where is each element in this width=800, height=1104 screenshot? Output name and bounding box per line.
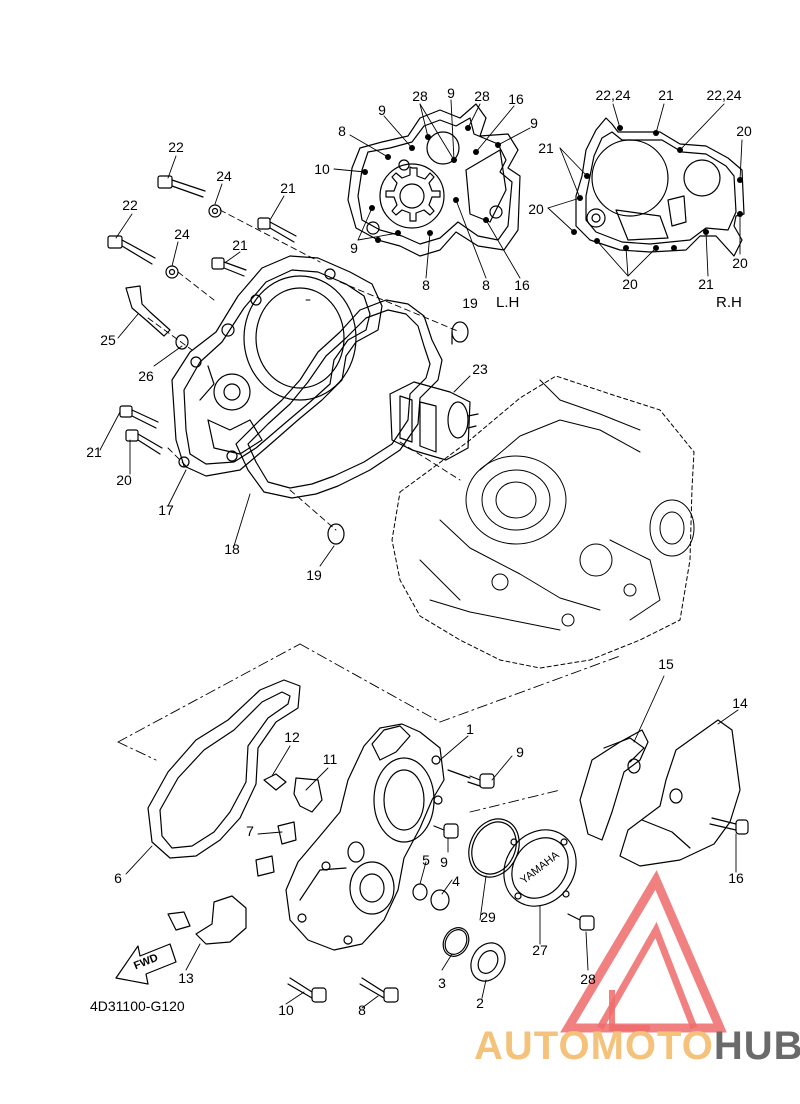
callout-21: 21 bbox=[698, 276, 714, 292]
callout-2: 2 bbox=[476, 995, 484, 1011]
sprocket-cover bbox=[579, 719, 741, 867]
rh-leader-lines bbox=[547, 103, 743, 277]
watermark-part-1: AUTOMOTO bbox=[474, 1024, 714, 1068]
callout-9: 9 bbox=[350, 240, 358, 256]
callout-24: 24 bbox=[174, 226, 190, 242]
callout-8: 8 bbox=[482, 277, 490, 293]
callout-21: 21 bbox=[538, 140, 554, 156]
gasket-6-inner bbox=[159, 691, 291, 849]
gasket-18-inner bbox=[247, 309, 431, 489]
callout-10: 10 bbox=[278, 1002, 294, 1018]
callout-12: 12 bbox=[284, 729, 300, 745]
o-ring-3-inner bbox=[444, 929, 468, 955]
watermark-part-2: HUB bbox=[713, 1024, 800, 1068]
o-ring-29 bbox=[468, 818, 520, 878]
callout-21: 21 bbox=[86, 444, 102, 460]
callout-7: 7 bbox=[246, 823, 254, 839]
callout-27: 27 bbox=[532, 942, 548, 958]
plug-2 bbox=[470, 942, 506, 982]
lh-leader-lines bbox=[333, 99, 531, 279]
callout-19: 19 bbox=[306, 567, 322, 583]
callout-9: 9 bbox=[530, 115, 538, 131]
callout-21: 21 bbox=[280, 180, 296, 196]
callout-16: 16 bbox=[728, 870, 744, 886]
callout-20: 20 bbox=[622, 276, 638, 292]
callout-28: 28 bbox=[580, 971, 596, 987]
callout-8: 8 bbox=[338, 123, 346, 139]
callout-21: 21 bbox=[658, 87, 674, 103]
callout-25: 25 bbox=[100, 332, 116, 348]
callout-26: 26 bbox=[138, 368, 154, 384]
o-ring-3 bbox=[442, 927, 470, 957]
callout-16: 16 bbox=[508, 91, 524, 107]
crankcase bbox=[391, 375, 695, 669]
rh-gasket-detail bbox=[575, 117, 745, 257]
callout-1: 1 bbox=[466, 721, 474, 737]
callout-9: 9 bbox=[440, 854, 448, 870]
callout-4: 4 bbox=[452, 873, 460, 889]
o-ring-5 bbox=[412, 883, 428, 901]
callout-8: 8 bbox=[358, 1002, 366, 1018]
bracket-11 bbox=[293, 777, 323, 813]
fwd-arrow bbox=[115, 943, 177, 985]
callout-3: 3 bbox=[438, 975, 446, 991]
bolts-lower bbox=[167, 769, 749, 1003]
gasket-6 bbox=[147, 679, 301, 859]
callout-19: 19 bbox=[462, 295, 478, 311]
bolts-upper-left bbox=[107, 175, 469, 545]
callout-6: 6 bbox=[114, 870, 122, 886]
starter-motor bbox=[389, 381, 479, 461]
clutch-cover-cap bbox=[503, 829, 577, 907]
callout-24: 24 bbox=[216, 168, 232, 184]
callout-16: 16 bbox=[514, 277, 530, 293]
callout-8: 8 bbox=[422, 277, 430, 293]
callout-18: 18 bbox=[224, 541, 240, 557]
callout-14: 14 bbox=[732, 695, 748, 711]
side-label-right-hand: R.H bbox=[716, 294, 742, 311]
plug-2-inner bbox=[477, 950, 499, 974]
side-label-left-hand: L.H bbox=[496, 294, 520, 311]
callout-22-24: 22,24 bbox=[706, 87, 742, 103]
callout-20: 20 bbox=[116, 472, 132, 488]
callout-9: 9 bbox=[516, 744, 524, 760]
watermark-text: AUTOMOTOHUB bbox=[474, 1024, 800, 1069]
gasket-18 bbox=[235, 299, 443, 499]
callout-20: 20 bbox=[732, 255, 748, 271]
bracket-13 bbox=[195, 895, 247, 945]
callout-13: 13 bbox=[178, 970, 194, 986]
callout-28: 28 bbox=[474, 88, 490, 104]
callout-10: 10 bbox=[314, 161, 330, 177]
plug-4 bbox=[430, 889, 450, 911]
callout-5: 5 bbox=[422, 852, 430, 868]
callout-29: 29 bbox=[480, 909, 496, 925]
o-ring-29-inner bbox=[471, 821, 517, 875]
callout-22: 22 bbox=[168, 139, 184, 155]
callout-28: 28 bbox=[412, 88, 428, 104]
callout-15: 15 bbox=[658, 656, 674, 672]
callout-leaders bbox=[99, 155, 739, 1009]
left-crankcase-cover bbox=[171, 255, 383, 477]
callout-22-24: 22,24 bbox=[595, 87, 631, 103]
diagram-code: 4D31100-G120 bbox=[90, 998, 185, 1014]
right-crankcase-cover bbox=[285, 723, 445, 951]
callout-20: 20 bbox=[736, 123, 752, 139]
callout-23: 23 bbox=[472, 361, 488, 377]
callout-22: 22 bbox=[122, 197, 138, 213]
watermark-logo bbox=[560, 870, 727, 1033]
callout-9: 9 bbox=[378, 102, 386, 118]
callout-21: 21 bbox=[232, 237, 248, 253]
callout-20: 20 bbox=[528, 201, 544, 217]
callout-11: 11 bbox=[322, 751, 338, 767]
callout-17: 17 bbox=[158, 502, 174, 518]
dashed-assembly-lines bbox=[117, 643, 621, 813]
callout-9: 9 bbox=[447, 85, 455, 101]
